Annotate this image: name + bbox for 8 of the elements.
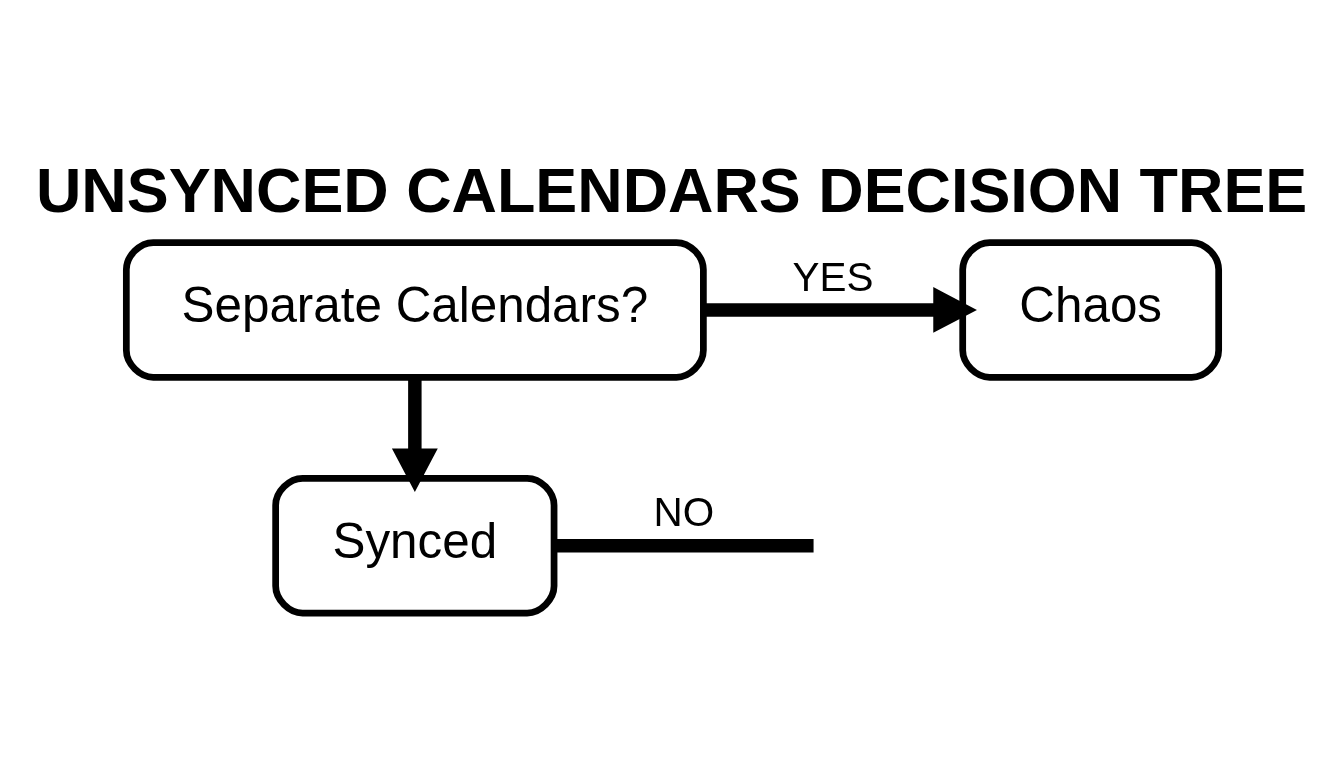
- node-box: Chaos: [958, 239, 1222, 381]
- edge-label: NO: [653, 489, 714, 536]
- diagram-title: UNSYNCED CALENDARS DECISION TREE: [35, 155, 1307, 226]
- node-box: Separate Calendars?: [122, 239, 707, 381]
- arrow: [391, 377, 438, 493]
- edge-label: YES: [792, 253, 873, 300]
- node-box: Synced: [271, 474, 557, 617]
- connector: [554, 538, 814, 553]
